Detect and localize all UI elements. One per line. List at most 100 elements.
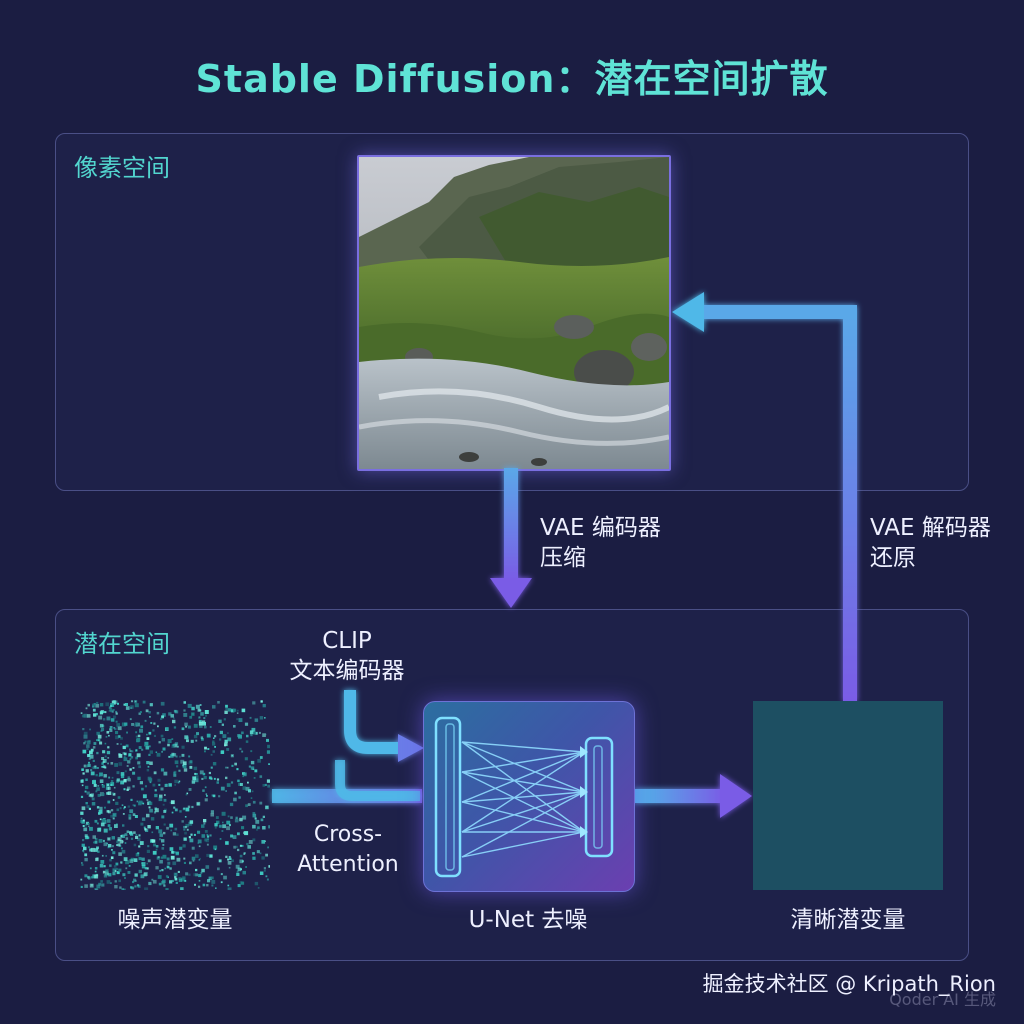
noise-dot [82, 728, 85, 731]
noise-dot [149, 750, 153, 754]
noise-dot [198, 859, 201, 861]
noise-dot [126, 788, 129, 791]
noise-dot [96, 731, 100, 736]
noise-dot [82, 819, 85, 822]
noise-dot [256, 828, 259, 831]
noise-dot [130, 886, 133, 889]
noise-dot [175, 873, 177, 875]
noise-dot [134, 815, 138, 818]
noise-dot [87, 763, 91, 767]
noise-dot [80, 817, 83, 820]
noise-dot [204, 746, 207, 750]
noise-dot [246, 734, 249, 738]
noise-dot [148, 800, 151, 803]
noise-dot [233, 797, 237, 802]
noise-dot [194, 775, 199, 779]
noise-dot [100, 860, 105, 864]
noise-dot [112, 792, 116, 796]
noise-dot [225, 766, 227, 769]
noise-dot [238, 796, 241, 799]
noise-dot [184, 831, 187, 835]
noise-dot [94, 867, 98, 870]
noise-dot [152, 729, 155, 732]
noise-dot [146, 761, 150, 765]
noise-dot [114, 763, 118, 767]
noise-dot [213, 777, 216, 780]
noise-dot [236, 709, 239, 712]
noise-dot [112, 817, 115, 820]
noise-dot [214, 735, 217, 738]
noise-dot [84, 790, 87, 793]
noise-dot [101, 818, 106, 823]
cross-attention-line1: Cross- [313, 822, 383, 847]
noise-dot [96, 884, 101, 889]
noise-dot [174, 808, 178, 812]
noise-dot [132, 771, 136, 775]
noise-dot [137, 761, 141, 765]
noise-dot [156, 752, 161, 757]
noise-dot [100, 880, 103, 883]
watermark: 掘金技术社区 @ Kripath_Rion [702, 972, 996, 996]
noise-dot [227, 815, 230, 818]
noise-dot [80, 878, 83, 881]
noise-dot [148, 745, 151, 748]
noise-dot [155, 848, 158, 851]
noise-dot [115, 710, 118, 713]
clip-label: CLIP 文本编码器 [272, 626, 422, 686]
encoder-label: VAE 编码器 压缩 [540, 513, 661, 573]
noise-dot [175, 710, 179, 714]
noise-dot [223, 875, 227, 880]
noise-dot [121, 847, 123, 850]
noise-dot [199, 724, 203, 728]
noise-dot [224, 739, 228, 743]
noise-dot [188, 788, 192, 791]
noise-dot [148, 778, 153, 782]
noise-dot [169, 847, 174, 851]
noise-dot [164, 783, 168, 787]
noise-dot [266, 738, 269, 742]
noise-dot [144, 887, 149, 890]
noise-dot [147, 859, 151, 863]
noise-dot [217, 701, 220, 704]
noise-dot [252, 824, 256, 829]
noise-dot [94, 765, 97, 768]
noise-dot [148, 731, 152, 735]
noise-dot [85, 769, 89, 773]
noise-dot [110, 856, 114, 859]
noise-dot [92, 780, 96, 785]
noise-dot [182, 764, 187, 769]
noise-dot [258, 731, 261, 734]
noise-dot [245, 740, 249, 743]
noise-dot [125, 837, 129, 840]
noise-dot [119, 886, 122, 889]
noise-dot [83, 731, 88, 736]
noise-dot [224, 744, 226, 747]
noise-dot [170, 800, 175, 805]
noise-dot [225, 790, 227, 792]
noise-dot [88, 807, 91, 810]
clean-latent-label: 清晰潜变量 [790, 907, 906, 933]
noise-dot [260, 818, 264, 822]
noise-dot [267, 744, 270, 749]
noise-dot [215, 816, 219, 819]
noise-dot [101, 793, 105, 796]
noise-dot [218, 795, 221, 798]
noise-dot [217, 867, 220, 871]
noise-dot [183, 828, 186, 831]
noise-dot [136, 738, 141, 742]
noise-dot [266, 806, 268, 808]
noise-dot [175, 881, 178, 884]
noise-dot [234, 762, 237, 766]
noise-dot [185, 793, 188, 796]
noise-dot [205, 793, 208, 795]
noise-dot [206, 843, 209, 846]
noise-dot [99, 723, 104, 728]
noise-dot [226, 826, 230, 831]
noise-dot [241, 708, 246, 713]
noise-dot [138, 869, 142, 874]
noise-dot [172, 744, 175, 747]
noise-dot [228, 866, 231, 869]
noise-dot [221, 811, 226, 816]
noise-dot [247, 781, 249, 784]
noise-dot [131, 700, 133, 703]
